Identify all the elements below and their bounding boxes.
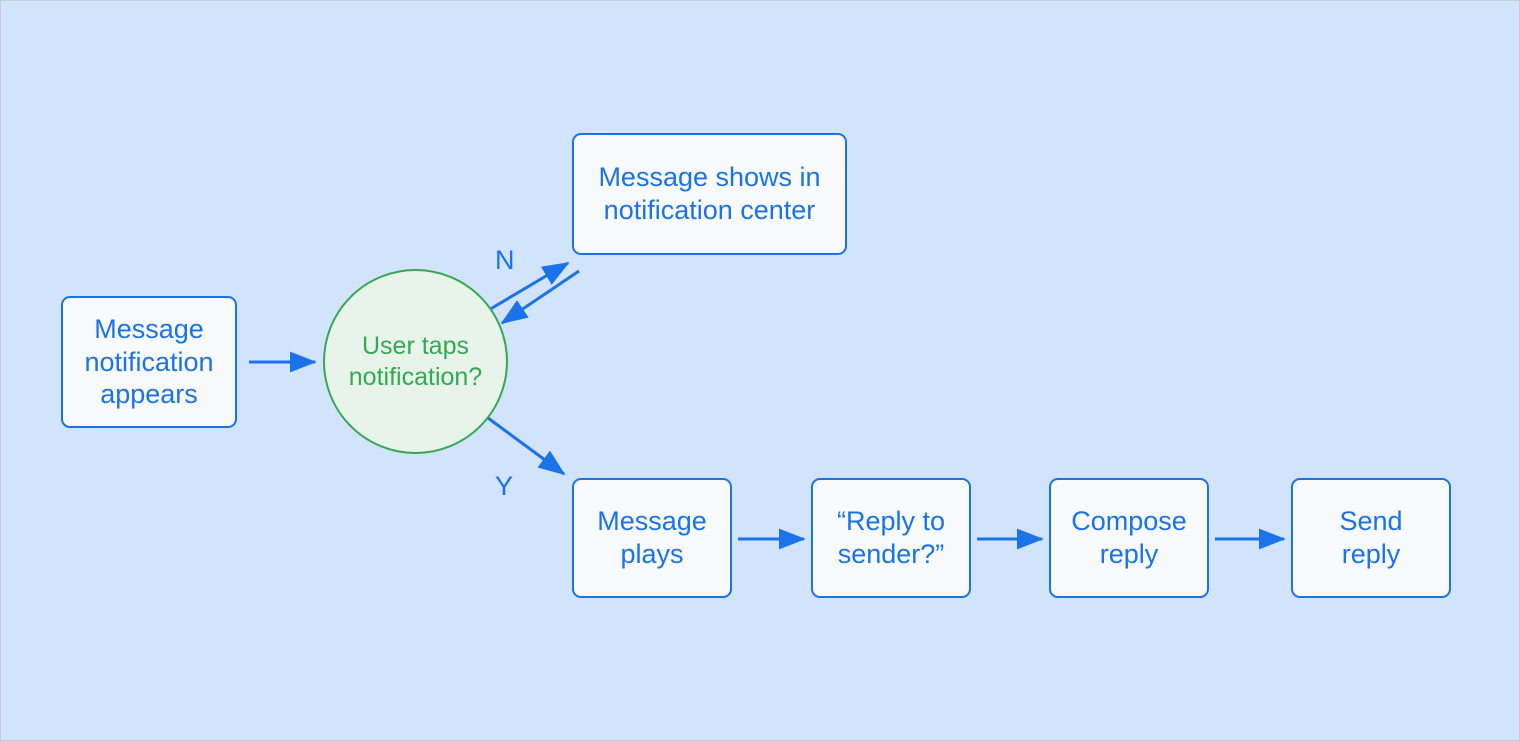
node-user-taps-notification[interactable]: User taps notification? <box>323 269 508 454</box>
edge-label-no: N <box>495 245 515 275</box>
node-label: Message plays <box>597 506 707 569</box>
edge-label-yes: Y <box>495 471 514 501</box>
node-message-shows-in-notification-center[interactable]: Message shows in notification center <box>572 133 847 255</box>
node-send-reply[interactable]: Send reply <box>1291 478 1451 598</box>
node-label: Message shows in notification center <box>598 162 821 225</box>
node-compose-reply[interactable]: Compose reply <box>1049 478 1209 598</box>
edge-decision-to-notification-center <box>486 261 570 313</box>
node-label: User taps notification? <box>348 332 483 391</box>
edge-notification-center-to-decision <box>500 269 580 325</box>
node-label: Message notification appears <box>84 313 214 410</box>
edge-decision-to-message-plays <box>487 416 566 476</box>
node-reply-to-sender[interactable]: “Reply to sender?” <box>811 478 971 598</box>
node-label: Compose reply <box>1071 506 1187 569</box>
node-label: Send reply <box>1339 506 1403 569</box>
node-message-plays[interactable]: Message plays <box>572 478 732 598</box>
node-message-notification-appears[interactable]: Message notification appears <box>61 296 237 428</box>
node-label: “Reply to sender?” <box>836 506 946 569</box>
